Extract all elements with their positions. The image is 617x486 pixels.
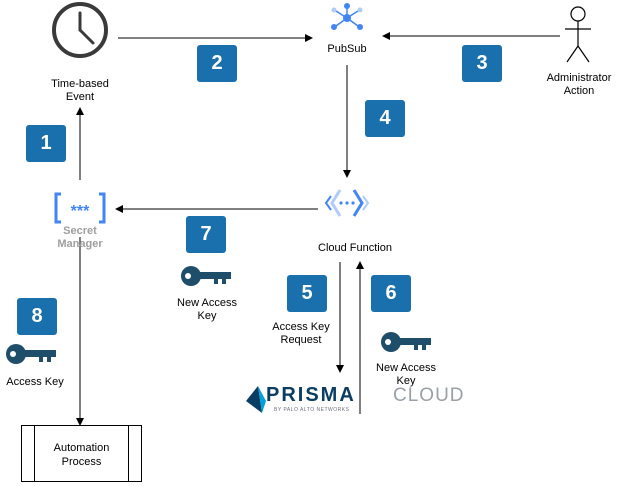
secret-manager-icon: *** xyxy=(54,192,106,224)
svg-text:***: *** xyxy=(71,203,90,220)
step-badge-5: 5 xyxy=(287,275,327,312)
new-access-key-left-label: New Access Key xyxy=(177,297,237,322)
automation-process-box: Automation Process xyxy=(21,425,142,482)
step-badge-6: 6 xyxy=(371,275,411,312)
admin-label: Administrator Action xyxy=(546,72,612,97)
automation-process-label: Automation Process xyxy=(53,442,110,468)
step-badge-2: 2 xyxy=(197,45,237,82)
administrator-actor-icon xyxy=(565,6,591,63)
new-access-key-right-label: New Access Key xyxy=(376,362,436,387)
step-badge-3: 3 xyxy=(462,45,502,82)
pubsub-icon xyxy=(331,3,363,30)
step-badge-1: 1 xyxy=(26,125,66,162)
key-icon-left xyxy=(181,266,231,286)
cloud-wordmark: CLOUD xyxy=(393,385,465,406)
step-badge-7: 7 xyxy=(186,216,226,253)
prisma-tagline: BY PALO ALTO NETWORKS xyxy=(274,407,350,413)
step-badge-8: 8 xyxy=(17,298,57,335)
step-badge-4: 4 xyxy=(365,100,405,137)
cloud-function-icon xyxy=(324,189,370,217)
pubsub-label: PubSub xyxy=(327,43,367,55)
clock-icon xyxy=(52,2,108,58)
time-event-label: Time-based Event xyxy=(51,78,109,103)
access-key-request-label: Access Key Request xyxy=(272,321,330,346)
secret-manager-label: Secret Manager xyxy=(57,225,103,250)
prisma-logo-icon xyxy=(246,386,266,413)
access-key-label: Access Key xyxy=(6,376,64,388)
key-icon-bottom xyxy=(6,344,56,364)
prisma-wordmark: PRISMA xyxy=(266,384,356,406)
key-icon-right xyxy=(381,332,431,352)
cloud-function-label: Cloud Function xyxy=(318,242,392,254)
